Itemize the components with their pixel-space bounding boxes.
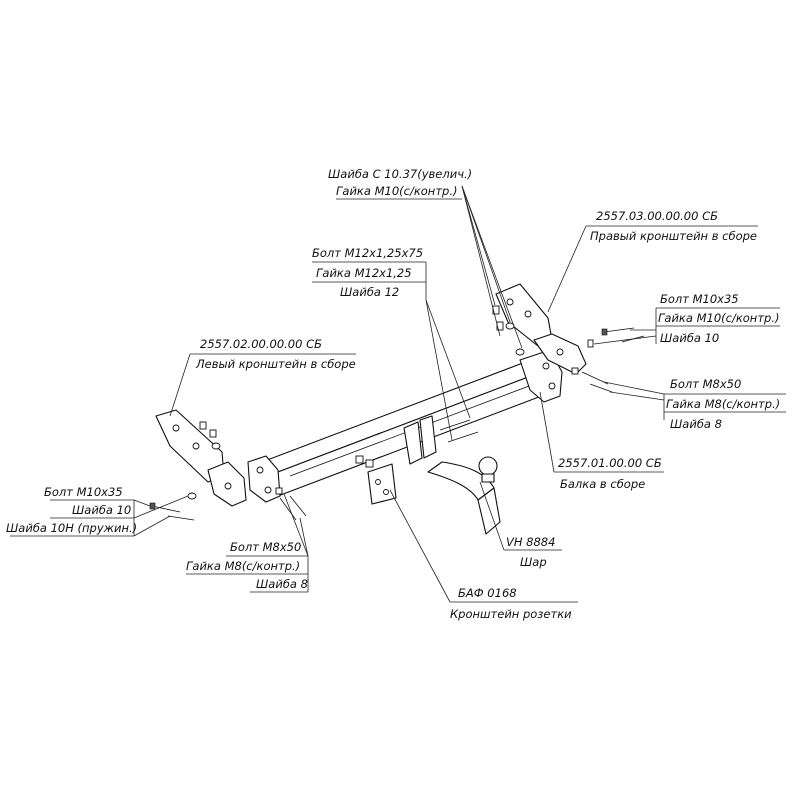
label-left-bracket-name: Левый кронштейн в сборе bbox=[195, 357, 356, 371]
label-top-washer: Шайба С 10.37(увелич.) bbox=[328, 167, 472, 181]
beam-left-plate bbox=[247, 455, 281, 503]
nut bbox=[571, 367, 579, 375]
label-right-bracket-code: 2557.03.00.00.00 СБ bbox=[596, 209, 718, 223]
ball-sphere bbox=[478, 456, 498, 476]
label-socket-name: Кронштейн розетки bbox=[450, 607, 572, 621]
labels: Шайба С 10.37(увелич.) Гайка М10(с/контр… bbox=[6, 167, 780, 621]
beam-assembly bbox=[247, 349, 563, 503]
bolt-shank bbox=[151, 505, 181, 513]
label-center-bolt: Болт М12х1,25х75 bbox=[312, 246, 423, 260]
nut bbox=[496, 321, 504, 331]
bolt-shank bbox=[289, 495, 307, 517]
label-left-m8-nut: Гайка М8(с/контр.) bbox=[186, 559, 300, 573]
right-plate-hole bbox=[548, 382, 556, 390]
bolt-shank bbox=[589, 383, 613, 393]
tow-ball bbox=[427, 456, 501, 535]
label-left-m10-washer: Шайба 10 bbox=[72, 503, 131, 517]
label-ball-name: Шар bbox=[520, 555, 547, 569]
nut bbox=[275, 487, 283, 495]
leader bbox=[603, 381, 665, 395]
leader bbox=[283, 493, 309, 557]
left-plate-hole bbox=[256, 466, 264, 474]
leader-lines bbox=[10, 185, 786, 603]
right-plate-hole bbox=[542, 362, 550, 370]
left-bracket-hole bbox=[224, 482, 232, 490]
right-bracket bbox=[495, 283, 587, 375]
leader bbox=[547, 225, 587, 313]
label-right-m8-nut: Гайка М8(с/контр.) bbox=[666, 397, 780, 411]
nut bbox=[587, 339, 594, 348]
socket-plate bbox=[367, 463, 397, 505]
label-top-nut: Гайка М10(с/контр.) bbox=[336, 184, 457, 198]
right-bracket-hole bbox=[506, 298, 514, 306]
label-right-m8-washer: Шайба 8 bbox=[670, 417, 722, 431]
label-right-m10-washer: Шайба 10 bbox=[660, 331, 719, 345]
socket-hole bbox=[383, 489, 389, 495]
left-bracket bbox=[155, 409, 247, 507]
leader bbox=[425, 299, 471, 419]
nut bbox=[492, 305, 500, 315]
washer bbox=[211, 442, 221, 450]
left-plate-hole bbox=[264, 486, 272, 494]
leader bbox=[425, 299, 453, 441]
nut bbox=[199, 421, 207, 430]
bolt-head bbox=[149, 502, 156, 510]
label-right-bracket-name: Правый кронштейн в сборе bbox=[590, 229, 757, 243]
ball-lug bbox=[419, 415, 437, 459]
nut bbox=[365, 459, 374, 468]
washer bbox=[515, 348, 525, 356]
leader bbox=[539, 391, 555, 473]
leader bbox=[609, 391, 665, 401]
leader bbox=[593, 335, 657, 345]
bolt-head bbox=[601, 328, 608, 336]
label-left-bracket-code: 2557.02.00.00.00 СБ bbox=[200, 337, 322, 351]
ball-collar bbox=[481, 473, 495, 483]
socket-hole bbox=[375, 479, 381, 485]
label-left-m10-spring-washer: Шайба 10Н (пружин.) bbox=[6, 521, 137, 535]
beam-top-face bbox=[261, 357, 553, 473]
bolt-shank bbox=[581, 371, 609, 385]
label-right-m8-bolt: Болт М8х50 bbox=[670, 377, 741, 391]
leader bbox=[169, 353, 191, 417]
label-left-m8-bolt: Болт М8х50 bbox=[230, 540, 301, 554]
ball-lug bbox=[403, 421, 423, 465]
washer bbox=[187, 492, 197, 500]
label-right-m10-nut: Гайка М10(с/контр.) bbox=[658, 311, 779, 325]
label-beam-name: Балка в сборе bbox=[560, 477, 645, 491]
bolt-shank bbox=[167, 515, 195, 521]
leader bbox=[461, 185, 496, 306]
leader bbox=[389, 489, 451, 603]
bolt-shank bbox=[279, 497, 297, 521]
hardware bbox=[149, 305, 645, 521]
leader bbox=[461, 185, 501, 337]
leader bbox=[133, 515, 171, 537]
right-bracket-hole bbox=[524, 310, 532, 318]
leader bbox=[479, 481, 505, 551]
bolt-shank bbox=[603, 327, 635, 333]
right-bracket-hole bbox=[556, 348, 564, 356]
label-left-m10-bolt: Болт М10х35 bbox=[44, 485, 123, 499]
bolt-shank bbox=[447, 431, 479, 443]
bolt-shank bbox=[439, 419, 471, 431]
label-socket-code: БАФ 0168 bbox=[458, 586, 517, 600]
label-left-m8-washer: Шайба 8 bbox=[256, 577, 308, 591]
label-center-nut: Гайка М12х1,25 bbox=[316, 266, 412, 280]
leader bbox=[299, 517, 309, 557]
left-bracket-hole bbox=[192, 442, 200, 450]
label-ball-code: VH 8884 bbox=[506, 535, 555, 549]
nut bbox=[209, 429, 217, 438]
leader bbox=[133, 495, 189, 519]
socket-bracket bbox=[367, 463, 397, 505]
left-bracket-hole bbox=[172, 424, 180, 432]
label-beam-code: 2557.01.00.00 СБ bbox=[558, 456, 662, 470]
leader bbox=[133, 499, 151, 507]
nut bbox=[355, 455, 364, 464]
leader bbox=[461, 185, 523, 349]
label-right-m10-bolt: Болт М10х35 bbox=[660, 292, 739, 306]
label-center-washer: Шайба 12 bbox=[340, 285, 399, 299]
